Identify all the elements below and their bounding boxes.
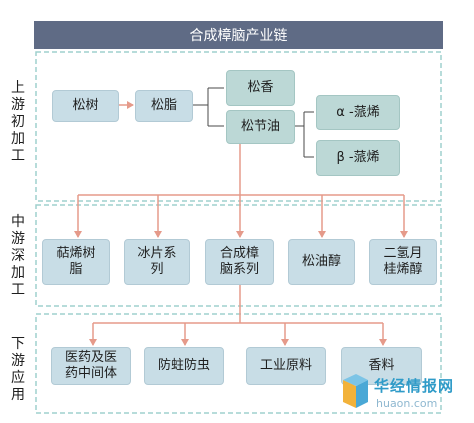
node-borneol: 冰片系列 xyxy=(124,239,190,285)
node-moth-proof: 防蛀防虫 xyxy=(144,347,224,385)
stage-label-midstream: 中游深加工 xyxy=(11,214,25,298)
node-pharma: 医药及医药中间体 xyxy=(51,347,131,385)
node-borneol-line1: 冰片系 xyxy=(137,246,177,261)
watermark: 华经情报网 huaon.com xyxy=(340,372,468,416)
node-dihydromyrcenol-line2: 桂烯醇 xyxy=(383,262,423,277)
node-dihydromyrcenol-line1: 二氢月 xyxy=(383,246,423,261)
node-borneol-line2: 列 xyxy=(150,262,164,277)
node-industrial: 工业原料 xyxy=(246,347,326,385)
node-pharma-line1: 医药及医 xyxy=(64,350,117,365)
node-terpene-resin: 萜烯树脂 xyxy=(42,239,110,285)
node-terpene-resin-line1: 萜烯树 xyxy=(56,246,96,261)
bracket-turpentine-to-pinenes xyxy=(295,111,314,158)
node-synthetic-camphor: 合成樟脑系列 xyxy=(205,239,274,285)
huajing-logo-icon xyxy=(343,374,368,408)
stage-label-upstream: 上游初加工 xyxy=(11,80,25,164)
node-alpha-pinene: α -蒎烯 xyxy=(316,95,400,130)
stage-label-downstream: 下游应用 xyxy=(11,336,25,403)
node-pine-tree: 松树 xyxy=(52,90,119,122)
node-rosin: 松香 xyxy=(226,70,295,106)
node-synthetic-camphor-line2: 脑系列 xyxy=(219,262,259,277)
downstream-frame xyxy=(35,313,442,414)
node-turpentine: 松节油 xyxy=(226,110,295,144)
node-synthetic-camphor-line1: 合成樟 xyxy=(219,246,259,261)
node-pharma-line2: 药中间体 xyxy=(64,366,117,381)
node-beta-pinene: β -蒎烯 xyxy=(316,140,400,176)
bracket-resin-to-products xyxy=(193,87,224,127)
node-dihydromyrcenol: 二氢月桂烯醇 xyxy=(369,239,437,285)
page-title: 合成樟脑产业链 xyxy=(34,21,443,49)
watermark-url: huaon.com xyxy=(376,397,438,410)
node-terpineol: 松油醇 xyxy=(288,239,355,285)
upstream-frame xyxy=(35,51,442,202)
node-terpene-resin-line2: 脂 xyxy=(69,262,83,277)
midstream-frame xyxy=(35,204,442,307)
node-pine-resin: 松脂 xyxy=(135,90,193,122)
watermark-name: 华经情报网 xyxy=(374,377,455,395)
